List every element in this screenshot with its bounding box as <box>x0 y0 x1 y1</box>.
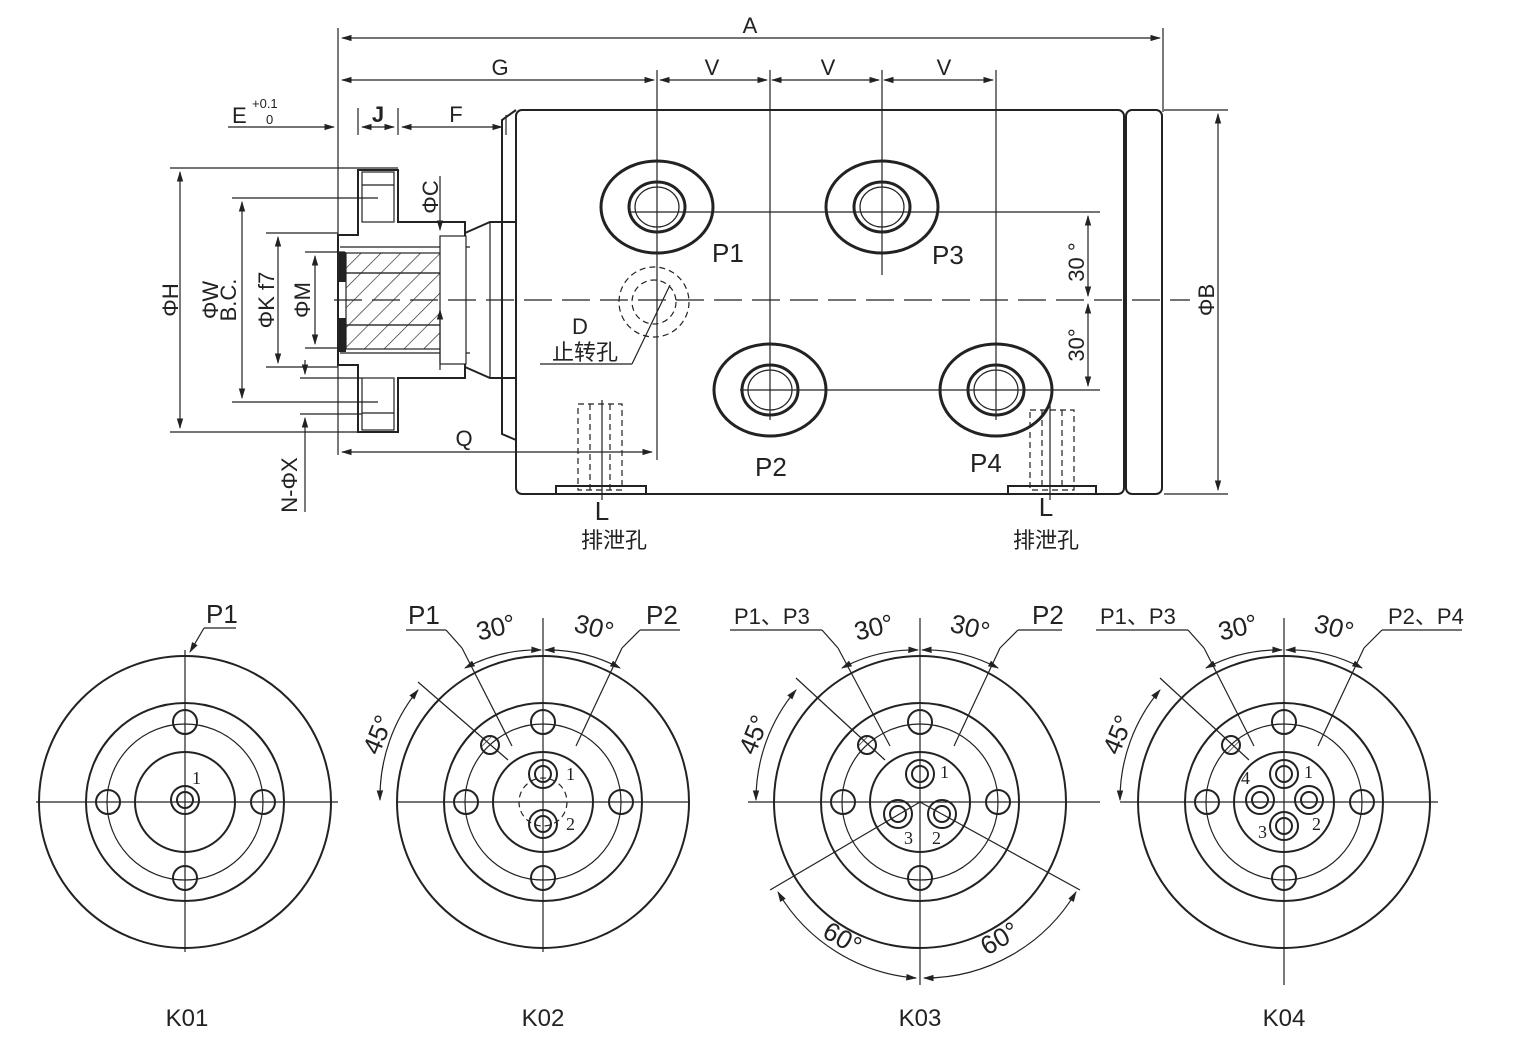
k02-angle-left: 30° <box>473 608 518 647</box>
view-K03: P1、P3 P2 30° 30° 45° 60° 60° 1 2 3 K03 <box>730 600 1100 1032</box>
k04-hole-2: 2 <box>1312 814 1321 834</box>
k03-label-P1P3: P1、P3 <box>734 604 810 629</box>
dim-V3: V <box>937 55 952 80</box>
drain-port-left <box>555 400 647 500</box>
k03-hole-3: 3 <box>904 828 913 848</box>
port-P1 <box>599 159 715 255</box>
dim-E-tol-upper: +0.1 <box>252 96 278 111</box>
k02-label-P2: P2 <box>646 600 678 630</box>
caption-K03: K03 <box>899 1005 942 1032</box>
port-P3 <box>824 159 940 255</box>
angle-30-upper: 30 ° <box>1064 242 1089 281</box>
caption-K01: K01 <box>166 1005 209 1032</box>
k01-label-P1: P1 <box>206 599 238 629</box>
view-K04: P1、P3 P2、P4 30° 30° 45° 1 2 3 4 K04 <box>1096 604 1464 1032</box>
view-K01: 1 P1 K01 <box>36 599 338 1032</box>
dim-J: J <box>372 102 384 127</box>
label-drain-right: 排泄孔 <box>1013 528 1079 553</box>
k02-label-P1: P1 <box>408 600 440 630</box>
k04-angle-right: 30° <box>1311 608 1356 647</box>
label-P4: P4 <box>970 448 1002 478</box>
k03-angle-bottom-right: 60° <box>975 915 1024 961</box>
angle-30-lower: 30° <box>1064 328 1089 361</box>
dim-Q: Q <box>455 426 472 451</box>
k03-angle-side: 45° <box>732 711 775 759</box>
dim-K: ΦK f7 <box>254 272 279 329</box>
k02-hole-2: 2 <box>566 814 575 834</box>
k03-angle-right: 30° <box>947 608 992 647</box>
label-D: D <box>572 314 588 339</box>
dim-V1: V <box>705 55 720 80</box>
dim-NX: N-ΦX <box>277 457 302 513</box>
k02-hole-1: 1 <box>566 764 575 784</box>
dim-A: A <box>743 13 758 38</box>
drain-port-right <box>1007 404 1097 500</box>
k03-angle-left: 30° <box>851 608 896 647</box>
k04-angle-left: 30° <box>1215 608 1260 647</box>
k02-angle-side: 45° <box>356 711 399 759</box>
dim-E-tol-lower: 0 <box>266 112 273 127</box>
dim-W: ΦW <box>198 281 223 320</box>
k04-hole-3: 3 <box>1258 822 1267 842</box>
dim-M: ΦM <box>290 282 315 318</box>
label-anti-rotation: 止转孔 <box>552 340 618 365</box>
dim-BC: B.C. <box>216 279 241 322</box>
dim-C: ΦC <box>418 180 443 214</box>
label-P3: P3 <box>932 240 964 270</box>
hole-label-1: 1 <box>192 768 201 788</box>
k03-angle-bottom-left: 60° <box>818 915 867 961</box>
k04-label-P2P4: P2、P4 <box>1388 604 1464 629</box>
k04-hole-4: 4 <box>1241 768 1250 788</box>
k04-label-P1P3: P1、P3 <box>1100 604 1176 629</box>
dim-B: ΦB <box>1194 284 1219 316</box>
main-view: A G V V V E +0.1 0 J F <box>158 13 1228 553</box>
dim-G: G <box>491 55 508 80</box>
k04-angle-side: 45° <box>1096 711 1139 759</box>
k03-hole-2: 2 <box>932 828 941 848</box>
k04-hole-1: 1 <box>1304 762 1313 782</box>
caption-K02: K02 <box>522 1005 565 1032</box>
k02-angle-right: 30° <box>571 608 616 647</box>
view-K02: P1 P2 30° 30° 45° 1 2 K02 <box>356 600 690 1032</box>
dim-V2: V <box>821 55 836 80</box>
label-drain-left: 排泄孔 <box>581 528 647 553</box>
dim-H: ΦH <box>158 283 183 316</box>
k03-hole-1: 1 <box>940 762 949 782</box>
caption-K04: K04 <box>1263 1005 1306 1032</box>
label-P1: P1 <box>712 238 744 268</box>
k03-label-P2: P2 <box>1032 600 1064 630</box>
label-L-right: L <box>1039 492 1053 522</box>
label-L-left: L <box>595 496 609 526</box>
dim-F: F <box>449 102 462 127</box>
dim-E: E <box>232 103 247 128</box>
label-P2: P2 <box>755 452 787 482</box>
